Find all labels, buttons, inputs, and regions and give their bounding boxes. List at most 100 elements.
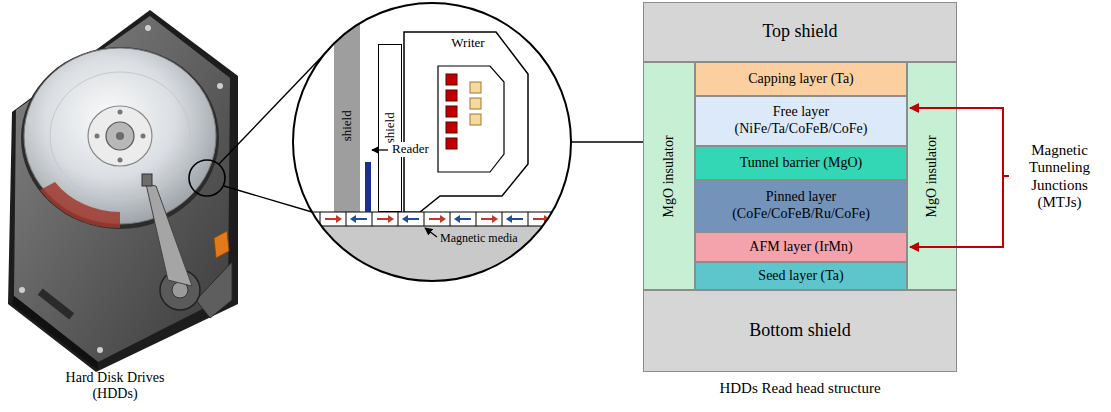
layer-label: Pinned layer (CoFe/CoFeB/Ru/CoFe) [711,189,891,223]
mtj-bracket [1002,107,1004,248]
media-cell-border [398,212,399,226]
hard-disk-drive [142,174,152,186]
media-cell-border [476,212,477,226]
hard-disk-drive [95,134,100,139]
magnetization-arrow [459,218,471,220]
shield-label: shield [382,112,398,143]
media-pointer [425,228,437,237]
writer-head: Writer shield [378,24,530,212]
layer-label: Free layer (NiFe/Ta/CoFeB/CoFe) [711,104,891,138]
hard-disk-drive [50,72,190,200]
coil-turn [470,98,481,109]
layer-label: Seed layer (Ta) [758,268,843,285]
hard-disk-drive [14,16,230,362]
zoom-lines [224,186,312,212]
media-cell-border [528,212,529,226]
hard-disk-drive [88,106,152,166]
coil-turn [470,82,481,93]
magnetization-arrow [355,218,367,220]
insulator-band: MgO insulator [907,62,957,290]
hard-disk-drive [189,160,225,196]
part-label: Magnetic media [440,232,518,246]
mtj-bracket [1003,175,1009,177]
afm-layer: AFM layer (IrMn) [695,232,907,262]
coil-turn [446,138,457,149]
media-cell-border [450,212,451,226]
coil-turn [446,122,457,133]
magnetization-arrow [454,215,460,223]
hard-disk-drive [97,347,103,353]
magnetization-arrow [481,218,493,220]
shield-label: shield [339,110,355,141]
magnetization-arrow [429,218,441,220]
hard-disk-drive [40,182,120,228]
mtj-bracket [910,246,1003,248]
hard-disk-drive [106,122,134,150]
layer-label: MgO insulator [661,135,678,217]
magnetic-media-strip [286,212,586,226]
hard-disk-drive [214,231,229,258]
mtj-bracket [910,107,1009,248]
hard-disk-drive [38,289,74,320]
hard-disk-drive [27,117,33,123]
layer-label: Bottom shield [749,320,851,342]
hard-disk-drive [217,83,223,89]
magnetization-arrow [506,215,512,223]
callout-label: Magnetic Tunneling Junctions (MTJs) [1012,142,1107,211]
hard-disk-drive [8,10,238,372]
hard-disk-drive [118,158,123,163]
hard-disk-drive [145,25,151,31]
magnetization-arrow [350,215,356,223]
zoom-view [286,0,586,296]
media-cell-border [372,212,373,226]
reader-pointer [372,149,388,150]
media-cell-border [424,212,425,226]
writer-yoke [404,32,528,212]
media-cell-border [502,212,503,226]
hard-disk-drive [118,110,123,115]
hard-disk-drive [21,47,219,229]
layer-label: MgO insulator [924,135,941,217]
magnetization-arrow [492,215,498,223]
media-band [286,212,586,226]
writer-gap [438,66,504,172]
reader-element [365,162,371,212]
figure-label: HDDs Read head structure [643,380,957,397]
insulator-band: MgO insulator [643,62,695,290]
writer-label: Writer [436,35,500,51]
figure-label: Hard Disk Drives (HDDs) [50,370,180,402]
coil-turn [446,90,457,101]
layer-label: AFM layer (IrMn) [749,239,852,256]
hard-disk-drive [19,287,25,293]
magnetization-arrow [558,215,564,223]
hard-disk-drive [196,262,232,318]
layer-label: Top shield [762,21,837,43]
shield-band: shield [334,40,360,212]
hard-disk-drive [146,184,192,286]
magnetization-arrow [325,218,337,220]
magnetization-arrow [533,218,545,220]
mtj-bracket [910,107,1003,109]
coil-turn [446,74,457,85]
zoom-link-line [571,141,643,143]
magnetization-arrow [388,215,394,223]
magnetization-arrow [511,218,523,220]
zoom-circle [293,3,571,281]
magnetization-arrow [402,215,408,223]
magnetization-arrow [377,218,389,220]
magnetization-arrow [303,218,315,220]
seed-layer: Seed layer (Ta) [695,262,907,290]
layer-label: Tunnel barrier (MgO) [740,155,862,172]
media-cell-border [554,212,555,226]
magnetization-arrow [298,215,304,223]
magnetization-arrow [336,215,342,223]
bottom-shield: Bottom shield [643,290,957,372]
hard-disk-drive [141,134,146,139]
magnetization-arrow [407,218,419,220]
top-shield: Top shield [643,2,957,62]
media-cell-border [294,212,295,226]
coil-turn [446,106,457,117]
hard-disk-drive [116,132,124,140]
writer-shield: shield [378,44,402,212]
